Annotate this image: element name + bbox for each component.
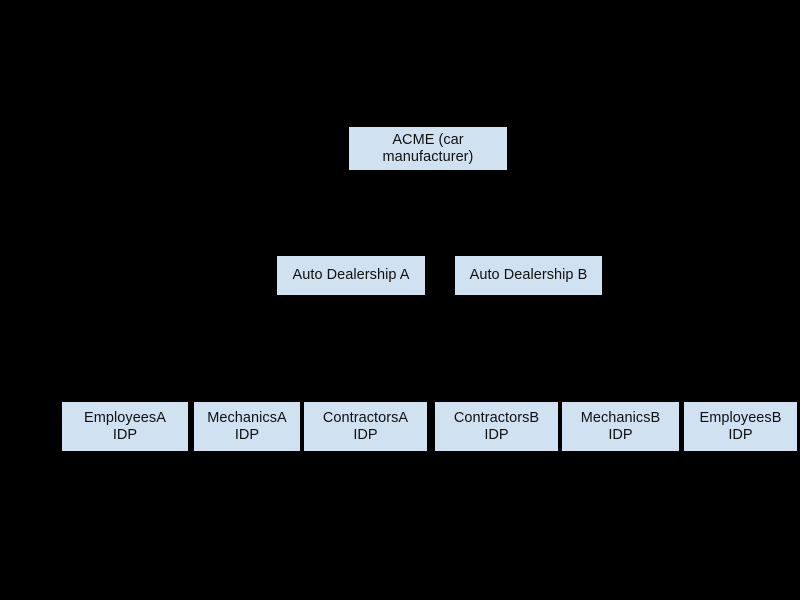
node-employees-b-idp[interactable]: EmployeesB IDP (684, 402, 797, 451)
node-label: EmployeesA IDP (84, 409, 166, 443)
node-acme-root[interactable]: ACME (car manufacturer) (349, 127, 507, 170)
node-label: ContractorsB IDP (453, 409, 540, 443)
node-label: Auto Dealership A (292, 267, 410, 283)
node-contractors-b-idp[interactable]: ContractorsB IDP (435, 402, 558, 451)
node-contractors-a-idp[interactable]: ContractorsA IDP (304, 402, 427, 451)
node-auto-dealership-a[interactable]: Auto Dealership A (277, 256, 425, 295)
node-label: ContractorsA IDP (322, 409, 409, 443)
node-label: ACME (car manufacturer) (382, 131, 474, 165)
node-auto-dealership-b[interactable]: Auto Dealership B (455, 256, 602, 295)
node-label: Auto Dealership B (469, 267, 588, 283)
node-mechanics-a-idp[interactable]: MechanicsA IDP (194, 402, 300, 451)
node-label: MechanicsB IDP (580, 409, 661, 443)
node-employees-a-idp[interactable]: EmployeesA IDP (62, 402, 188, 451)
node-mechanics-b-idp[interactable]: MechanicsB IDP (562, 402, 679, 451)
node-label: EmployeesB IDP (699, 409, 782, 443)
node-label: MechanicsA IDP (207, 409, 287, 443)
